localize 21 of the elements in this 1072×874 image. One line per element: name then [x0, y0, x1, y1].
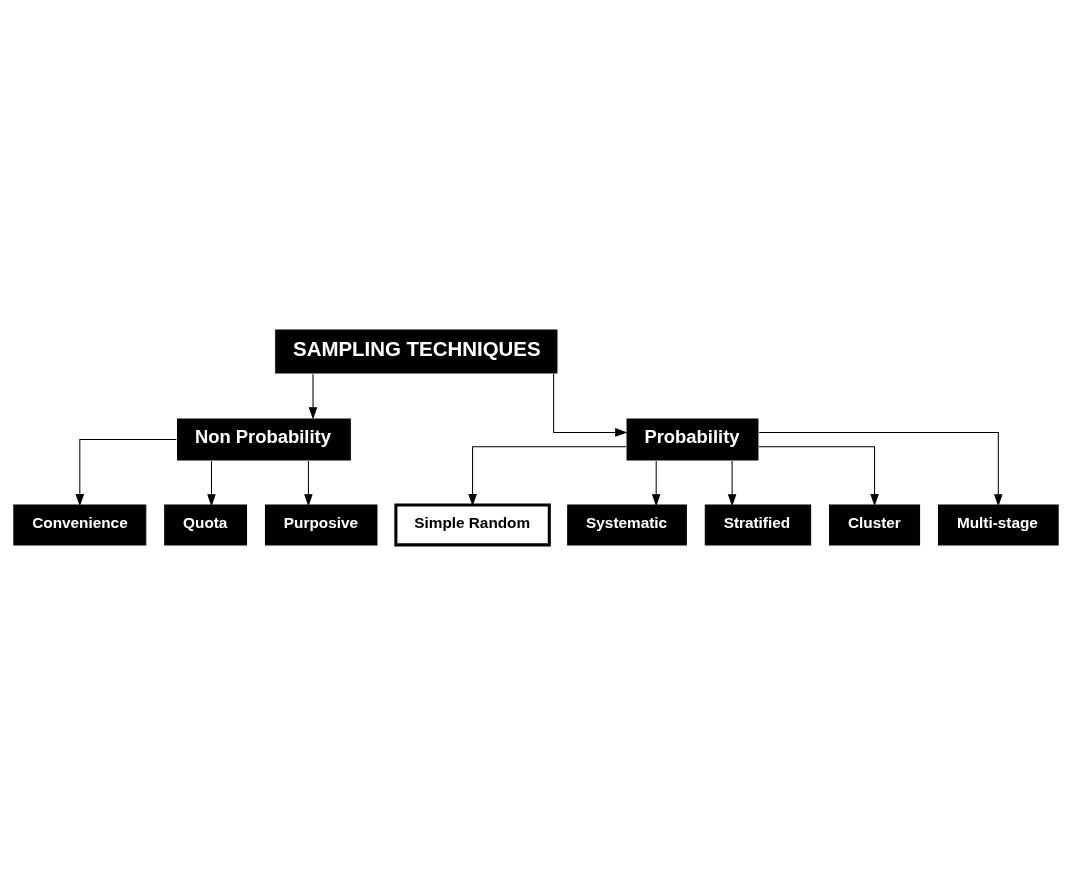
node-box: Quota	[164, 504, 248, 546]
node-box: Simple Random	[394, 503, 551, 547]
arrow	[308, 373, 318, 420]
node-box: Cluster	[829, 504, 921, 546]
arrow	[468, 446, 627, 507]
node-box: Stratified	[704, 504, 812, 546]
node-box: Systematic	[567, 504, 687, 546]
node-box: Convenience	[13, 504, 147, 546]
node-box: Multi-stage	[937, 504, 1059, 546]
arrow	[651, 460, 661, 507]
node-box: Purposive	[264, 504, 378, 546]
node-box: Probability	[625, 417, 760, 462]
arrow	[727, 460, 737, 507]
node-box: SAMPLING TECHNIQUES	[274, 328, 559, 375]
arrow	[758, 431, 1003, 507]
arrow	[553, 373, 628, 437]
node-box: Non Probability	[175, 417, 352, 462]
arrow	[75, 439, 177, 507]
arrow	[207, 460, 216, 507]
arrow	[758, 446, 879, 507]
arrow	[304, 460, 313, 507]
